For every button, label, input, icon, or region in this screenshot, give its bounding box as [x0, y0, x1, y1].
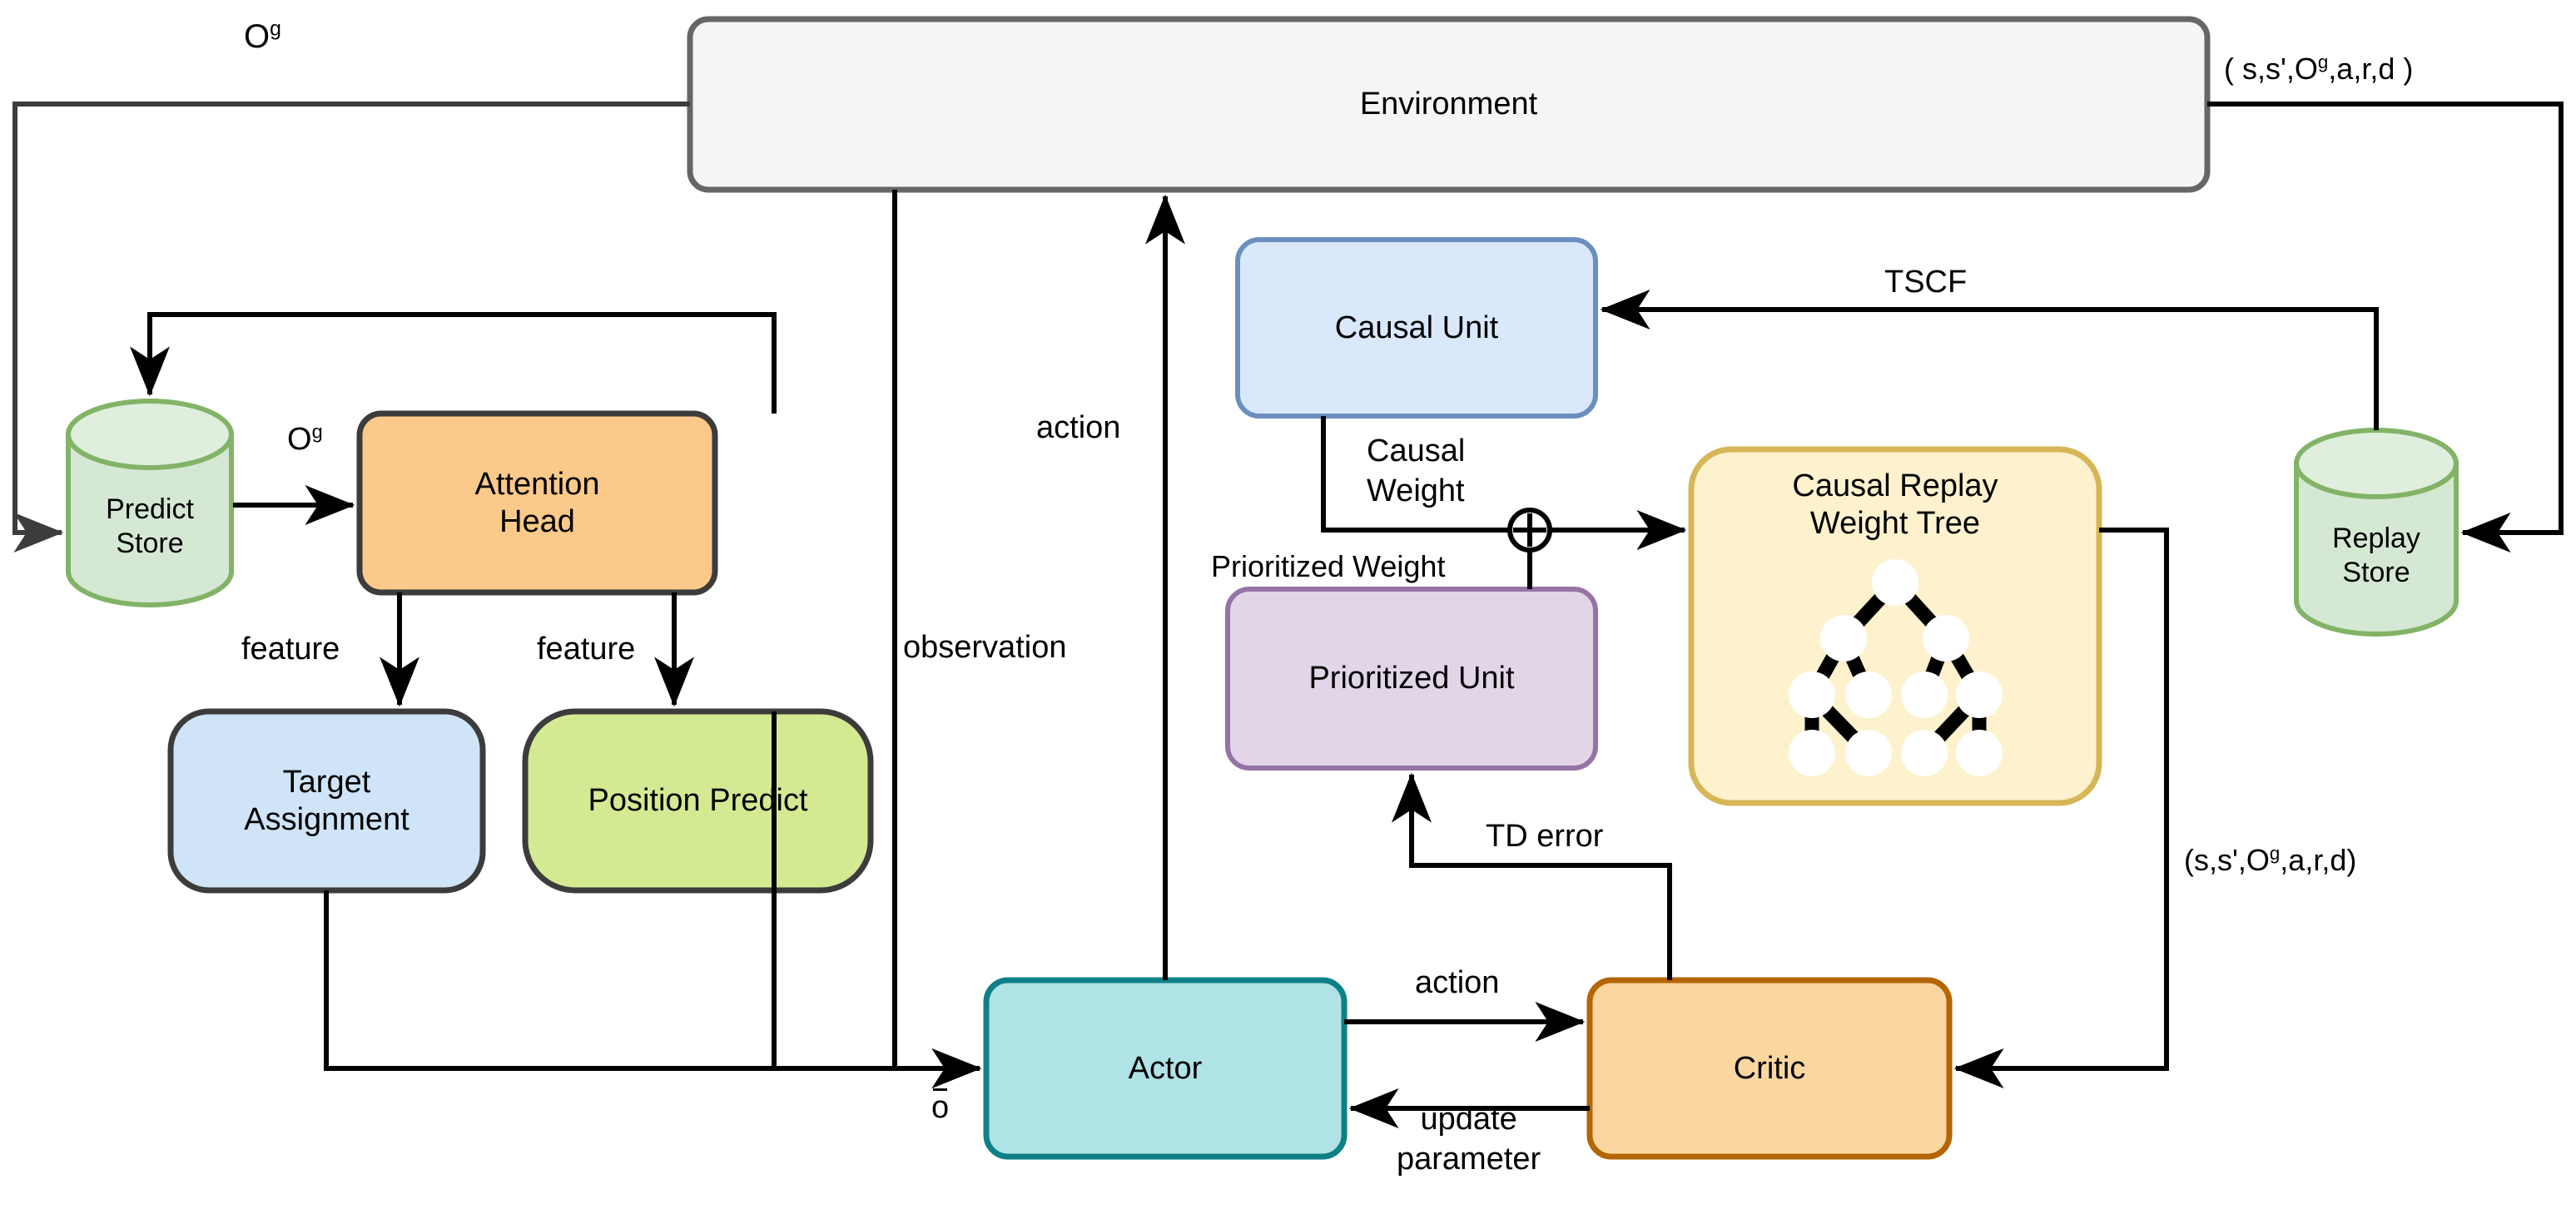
- edge-critic-to-prioritized-td: [1392, 772, 1672, 980]
- node-target-assignment[interactable]: [167, 708, 486, 894]
- node-environment[interactable]: [687, 16, 2211, 193]
- superscript-g: g: [2269, 843, 2281, 864]
- node-predict-store[interactable]: [66, 399, 234, 607]
- node-position-predict[interactable]: [522, 708, 874, 894]
- edge-label-tscf: TSCF: [1884, 265, 1968, 300]
- edge-label-tuple-bottom-right: (s,s',Og,a,r,d): [2184, 843, 2357, 877]
- edge-feedback-to-predict-store: [130, 312, 777, 414]
- node-replay-store[interactable]: [2294, 428, 2459, 637]
- node-critic[interactable]: [1586, 977, 1953, 1160]
- edge-label-causal-weight: Causal Weight: [1367, 434, 1466, 508]
- edge-label-tuple-top-right: ( s,s',Og,a,r,d ): [2224, 52, 2414, 86]
- edge-label-observation: observation: [903, 630, 1067, 665]
- node-attention-head[interactable]: [356, 410, 718, 596]
- edge-label-og-top: Og: [244, 17, 281, 55]
- superscript-g: g: [2317, 52, 2329, 72]
- o-bar-glyph: o: [931, 1088, 950, 1125]
- edge-label-o-bar: o: [931, 1088, 950, 1126]
- sum-junction-icon: [1507, 508, 1552, 553]
- edge-causal-weight-to-sum: [1321, 416, 1509, 533]
- edge-env-to-replay-store: [2207, 102, 2564, 553]
- edge-label-prioritized-weight: Prioritized Weight: [1211, 549, 1446, 583]
- edge-label-td-error: TD error: [1486, 819, 1604, 854]
- edge-label-action-actor: action: [1415, 965, 1500, 1000]
- edge-weight-tree-to-critic: [1953, 528, 2169, 1088]
- edge-label-action-env: action: [1036, 410, 1121, 445]
- node-actor[interactable]: [983, 977, 1348, 1160]
- edge-target-to-actor: [324, 890, 982, 1088]
- edge-label-feature-right: feature: [537, 632, 636, 667]
- edge-label-update-parameter: update parameter: [1397, 1102, 1541, 1177]
- binary-tree-graphic: [1789, 559, 2003, 776]
- node-causal-unit[interactable]: [1235, 237, 1598, 419]
- edge-label-feature-left: feature: [241, 632, 340, 667]
- node-weight-tree[interactable]: [1688, 446, 2102, 806]
- node-prioritized-unit[interactable]: [1225, 587, 1598, 771]
- edge-env-to-predict-store: [12, 102, 690, 553]
- edge-replay-to-causal-tscf: [1600, 290, 2379, 430]
- superscript-g: g: [270, 17, 281, 41]
- superscript-g: g: [311, 420, 323, 443]
- edge-label-og-predict: Og: [287, 420, 323, 457]
